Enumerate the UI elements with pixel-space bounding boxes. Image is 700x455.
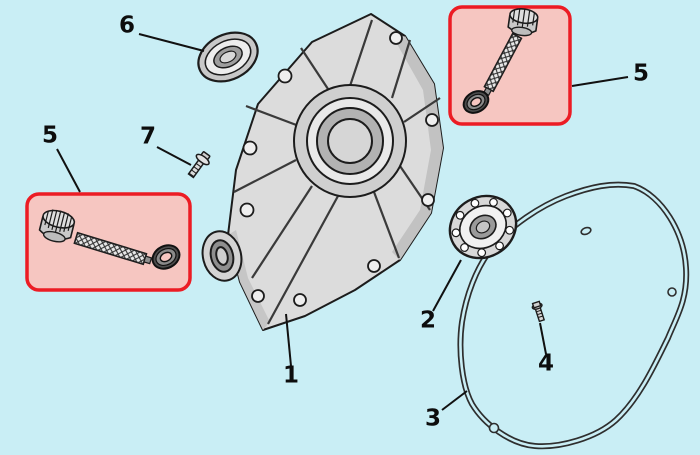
part-label-4[interactable]: 4 — [537, 350, 555, 377]
small-bolt-drawing — [531, 300, 546, 323]
crankcase-cover-drawing — [201, 13, 444, 331]
dipstick-assembly-left-drawing — [38, 209, 181, 270]
part-label-2[interactable]: 2 — [419, 307, 437, 334]
part-label-3[interactable]: 3 — [424, 405, 442, 432]
dipstick-assembly-right-drawing — [462, 8, 539, 114]
bearing-drawing — [448, 194, 518, 260]
part-label-6[interactable]: 6 — [118, 12, 136, 39]
oil-seal-drawing — [197, 31, 259, 83]
part-label-1[interactable]: 1 — [282, 362, 300, 389]
part-label-7[interactable]: 7 — [139, 123, 157, 150]
part-label-5-right[interactable]: 5 — [632, 60, 650, 87]
leader-lines — [56, 33, 629, 411]
bolt-drawing — [187, 151, 211, 179]
part-label-5-left[interactable]: 5 — [41, 122, 59, 149]
gasket-drawing — [457, 181, 690, 450]
